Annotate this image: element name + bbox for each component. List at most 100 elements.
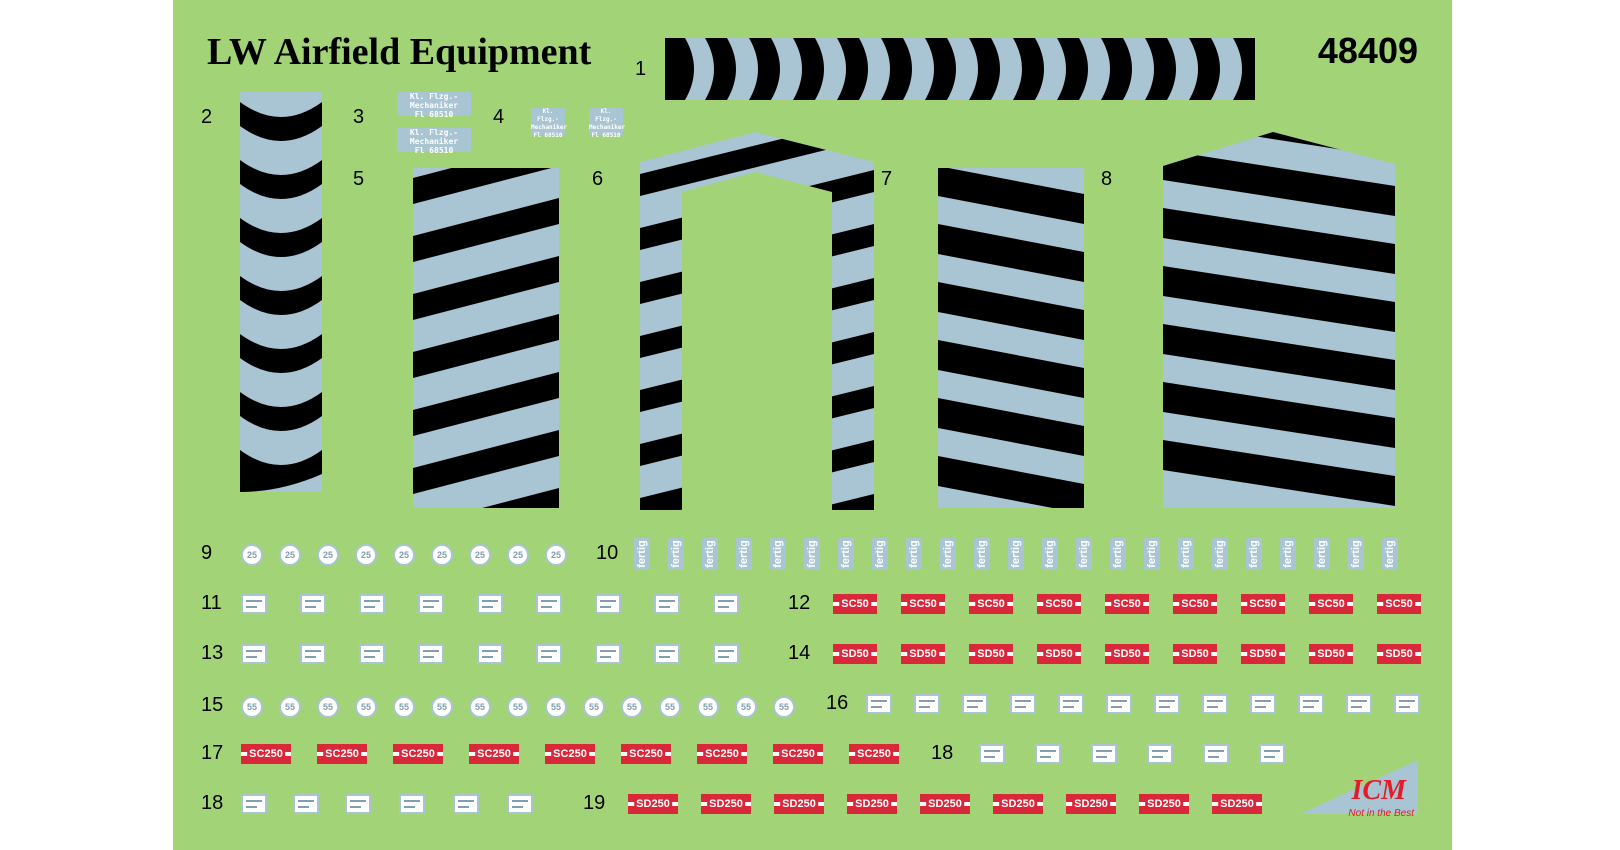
- decal-7-striped-panel: [938, 168, 1084, 508]
- decal-19-sd250: SD250: [993, 794, 1043, 814]
- decal-17-sc250: SC250: [393, 744, 443, 764]
- decal-16-label: [1250, 694, 1276, 714]
- decal-10-fertig: fertig: [1348, 538, 1364, 570]
- decal-16-label: [1298, 694, 1324, 714]
- fertig-text: fertig: [908, 540, 920, 568]
- decal-10-fertig: fertig: [1314, 538, 1330, 570]
- decal-number-6: 6: [592, 168, 604, 190]
- fertig-text: fertig: [1384, 540, 1396, 568]
- decal-11-label: [595, 594, 621, 614]
- decal-11-label: [300, 594, 326, 614]
- decal-10-fertig: fertig: [1382, 538, 1398, 570]
- bomb-marking: SC50: [1111, 598, 1143, 610]
- stencil-line: Fl 68510: [533, 132, 563, 139]
- decal-11-label: [477, 594, 503, 614]
- decal-17-sc250: SC250: [241, 744, 291, 764]
- fertig-text: fertig: [670, 540, 682, 568]
- decal-10-fertig: fertig: [1042, 538, 1058, 570]
- decal-12-sc50: SC50: [1377, 594, 1421, 614]
- decal-11-label: [241, 594, 267, 614]
- decal-18b-label: [293, 794, 319, 814]
- decal-16-label: [1394, 694, 1420, 714]
- decal-12-sc50: SC50: [1173, 594, 1217, 614]
- bomb-marking: SD250: [1072, 798, 1110, 810]
- bomb-marking: SD50: [1111, 648, 1143, 660]
- bomb-marking: SD50: [1315, 648, 1347, 660]
- decal-15-circle: 55: [735, 696, 757, 718]
- decal-1-chevron-strip: [665, 38, 1255, 100]
- bomb-marking: SD50: [1043, 648, 1075, 660]
- decal-17-sc250: SC250: [469, 744, 519, 764]
- decal-11-label: [418, 594, 444, 614]
- decal-4-stencil-b: Kl. Flzg.- Mechaniker Fl 68510: [589, 108, 626, 139]
- stencil-line: Mechaniker: [589, 124, 626, 131]
- decal-9-circle: 25: [431, 544, 453, 566]
- bomb-marking: SD250: [780, 798, 818, 810]
- decal-19-sd250: SD250: [1139, 794, 1189, 814]
- decal-11-label: [359, 594, 385, 614]
- bomb-marking: SD250: [853, 798, 891, 810]
- product-code: 48409: [1317, 30, 1418, 71]
- decal-9-circle: 25: [545, 544, 567, 566]
- fertig-text: fertig: [1146, 540, 1158, 568]
- stencil-line: Kl. Flzg.-Mechaniker: [409, 128, 459, 146]
- decal-15-circle: 55: [621, 696, 643, 718]
- decal-18-label: [1203, 744, 1229, 764]
- bomb-marking: SD250: [707, 798, 745, 810]
- decal-15-circle: 55: [545, 696, 567, 718]
- decal-19-sd250: SD250: [701, 794, 751, 814]
- decal-9-circle: 25: [469, 544, 491, 566]
- bomb-marking: SC250: [399, 748, 437, 760]
- stencil-line: Kl. Flzg.-Mechaniker: [409, 92, 459, 110]
- decal-6-arch-frame: [640, 132, 874, 510]
- decal-12-sc50: SC50: [833, 594, 877, 614]
- decal-number-3: 3: [353, 106, 365, 128]
- decal-14-sd50: SD50: [1377, 644, 1421, 664]
- bomb-marking: SD250: [999, 798, 1037, 810]
- bomb-marking: SD250: [926, 798, 964, 810]
- decal-14-sd50: SD50: [1037, 644, 1081, 664]
- decal-15-circle: 55: [773, 696, 795, 718]
- bomb-marking: SC50: [907, 598, 939, 610]
- decal-10-fertig: fertig: [702, 538, 718, 570]
- fertig-text: fertig: [1350, 540, 1362, 568]
- bomb-marking: SC50: [975, 598, 1007, 610]
- decal-5-striped-panel: [413, 168, 559, 508]
- decal-16-label: [962, 694, 988, 714]
- decal-15-circle: 55: [431, 696, 453, 718]
- stencil-line: Fl 68510: [591, 132, 621, 139]
- bomb-marking: SC50: [1043, 598, 1075, 610]
- decal-number-11: 11: [201, 592, 222, 614]
- decal-15-circle: 55: [279, 696, 301, 718]
- decal-14-sd50: SD50: [1105, 644, 1149, 664]
- decal-15-circle: 55: [697, 696, 719, 718]
- decal-number-13: 13: [201, 642, 224, 664]
- decal-18b-label: [507, 794, 533, 814]
- bomb-marking: SC250: [475, 748, 513, 760]
- bomb-marking: SC50: [1315, 598, 1347, 610]
- decal-12-sc50: SC50: [901, 594, 945, 614]
- decal-15-circle: 55: [317, 696, 339, 718]
- decal-10-fertig: fertig: [1280, 538, 1296, 570]
- decal-12-sc50: SC50: [969, 594, 1013, 614]
- decal-16-label: [1010, 694, 1036, 714]
- decal-15-circle: 55: [469, 696, 491, 718]
- bomb-marking: SD250: [1218, 798, 1256, 810]
- bomb-marking: SC50: [1383, 598, 1415, 610]
- decal-9-circle: 25: [241, 544, 263, 566]
- decal-15-circle: 55: [241, 696, 263, 718]
- bomb-marking: SC250: [247, 748, 285, 760]
- decal-15-circle: 55: [393, 696, 415, 718]
- decal-16-label: [866, 694, 892, 714]
- bomb-marking: SD250: [634, 798, 672, 810]
- decal-9-circle: 25: [355, 544, 377, 566]
- decal-number-12: 12: [788, 592, 811, 614]
- decal-10-fertig: fertig: [770, 538, 786, 570]
- decal-number-8: 8: [1101, 168, 1113, 190]
- decal-11-label: [713, 594, 739, 614]
- decal-14-sd50: SD50: [969, 644, 1013, 664]
- decal-12-sc50: SC50: [1037, 594, 1081, 614]
- decal-sheet: LW Airfield Equipment 48409 1 2: [173, 0, 1452, 850]
- decal-14-sd50: SD50: [1309, 644, 1353, 664]
- decal-15-circle: 55: [659, 696, 681, 718]
